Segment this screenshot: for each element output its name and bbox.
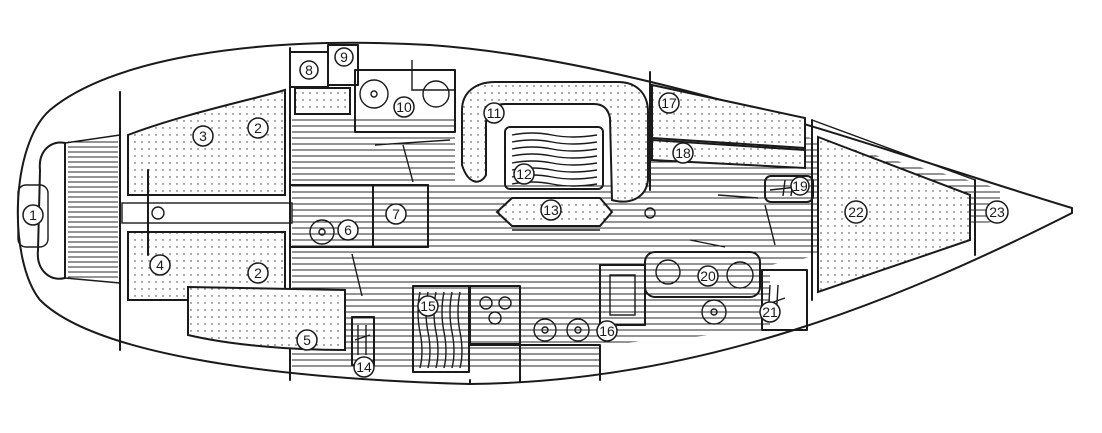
badge-11: 11 xyxy=(483,102,505,124)
label-14: 14 xyxy=(356,359,372,375)
label-16: 16 xyxy=(599,323,615,339)
badge-16: 16 xyxy=(596,320,618,342)
badge-2b: 2 xyxy=(247,262,269,284)
label-19: 19 xyxy=(792,178,808,194)
badge-7: 7 xyxy=(385,203,407,225)
badge-14: 14 xyxy=(353,356,375,378)
label-9: 9 xyxy=(340,49,348,65)
label-11: 11 xyxy=(487,105,502,121)
badge-9: 9 xyxy=(334,47,354,67)
label-8: 8 xyxy=(305,62,313,78)
badge-19: 19 xyxy=(790,176,810,196)
label-21: 21 xyxy=(762,304,778,320)
wood-grain xyxy=(511,160,598,166)
badge-10: 10 xyxy=(393,96,415,118)
badge-6: 6 xyxy=(337,219,359,241)
door-swings xyxy=(351,139,759,297)
badge-1: 1 xyxy=(22,204,44,226)
saloon-dinette xyxy=(461,81,656,231)
badge-21: 21 xyxy=(759,301,781,323)
label-7: 7 xyxy=(392,206,400,222)
forward-vberth xyxy=(811,119,976,301)
label-12: 12 xyxy=(516,166,532,182)
label-15: 15 xyxy=(420,298,436,314)
aft-lockers-top xyxy=(289,44,456,133)
wood-grain xyxy=(511,139,598,145)
badge-13: 13 xyxy=(540,199,562,221)
badge-22: 22 xyxy=(844,200,868,224)
badge-20: 20 xyxy=(697,265,719,287)
label-5: 5 xyxy=(303,332,311,348)
starboard-settee xyxy=(649,71,806,191)
label-3: 3 xyxy=(199,128,207,144)
badge-15: 15 xyxy=(417,295,439,317)
wood-grain xyxy=(511,153,598,159)
heads-compartment xyxy=(289,184,429,248)
label-1: 1 xyxy=(29,207,37,223)
label-18: 18 xyxy=(675,145,691,161)
quarter-berth xyxy=(187,285,346,352)
badge-3: 3 xyxy=(192,125,214,147)
wood-grain xyxy=(511,132,598,138)
label-4: 4 xyxy=(156,257,164,273)
label-23: 23 xyxy=(989,204,1005,220)
badge-18: 18 xyxy=(672,142,694,164)
label-20: 20 xyxy=(700,268,716,284)
badge-23: 23 xyxy=(985,200,1009,224)
badge-8: 8 xyxy=(299,60,319,80)
label-13: 13 xyxy=(543,202,559,218)
label-6: 6 xyxy=(344,222,352,238)
label-2a: 2 xyxy=(254,120,262,136)
label-22: 22 xyxy=(848,204,864,220)
label-17: 17 xyxy=(661,95,677,111)
badge-12: 12 xyxy=(513,163,535,185)
wood-grain xyxy=(457,291,463,369)
label-10: 10 xyxy=(396,99,412,115)
forward-heads xyxy=(644,175,814,331)
badge-2a: 2 xyxy=(247,117,269,139)
table-top xyxy=(511,132,598,187)
badge-4: 4 xyxy=(149,254,171,276)
label-2b: 2 xyxy=(254,265,262,281)
badge-17: 17 xyxy=(658,92,680,114)
wood-grain xyxy=(449,291,455,369)
badge-5: 5 xyxy=(296,329,318,351)
stern-locker xyxy=(17,134,121,284)
wood-grain xyxy=(441,291,447,369)
wood-grain xyxy=(511,146,598,152)
